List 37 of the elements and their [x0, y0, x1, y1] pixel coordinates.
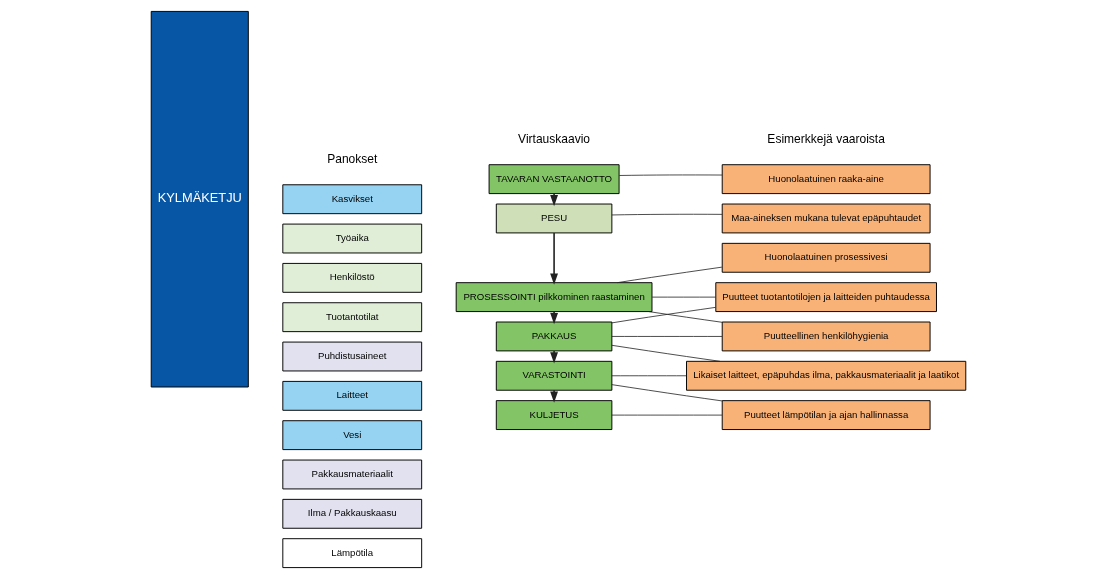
connector [611, 307, 716, 324]
node-box: Puutteellinen henkilöhygienia [721, 321, 931, 352]
node-box: Kasvikset [281, 184, 422, 215]
connector [616, 266, 722, 284]
connector [618, 174, 722, 176]
node-box: Puutteet lämpötilan ja ajan hallinnassa [721, 400, 931, 431]
connector [647, 311, 723, 323]
node-box: Laitteet [281, 380, 422, 411]
node-box: Likaiset laitteet, epäpuhdas ilma, pakkausmateriaalit ja laatikot [685, 360, 966, 391]
node-box: Puhdistusaineet [281, 341, 422, 372]
node-box: Lämpötila [281, 538, 422, 569]
label: Panokset [326, 151, 377, 166]
node-box: Huonolaatuinen prosessivesi [721, 242, 931, 273]
label: Virtauskaavio [517, 131, 590, 146]
connector [611, 213, 722, 216]
node-box: Maa-aineksen mukana tulevat epäpuhtaudet [721, 203, 931, 234]
connector [611, 384, 723, 402]
connector [611, 344, 720, 362]
connector [611, 336, 722, 337]
node-box: Ilma / Pakkauskaasu [281, 498, 422, 529]
node-box: Henkilöstö [281, 262, 422, 293]
label: Esimerkkejä vaaroista [766, 131, 885, 146]
arrow [549, 232, 558, 285]
node-box: VARASTOINTI [495, 360, 612, 391]
node-box: PESU [495, 203, 612, 234]
arrow [549, 389, 558, 403]
node-box: Työaika [281, 223, 422, 254]
node-box: Pakkausmateriaalit [281, 459, 422, 490]
connector [611, 375, 687, 377]
connector [611, 414, 722, 416]
node-box: KULJETUS [495, 400, 612, 431]
node-box: Tuotantotilat [281, 302, 422, 333]
connector [651, 296, 716, 298]
node-box: KYLMÄKETJU [150, 10, 249, 388]
node-box: Puutteet tuotantotilojen ja laitteiden puhtaudessa [714, 282, 937, 313]
node-box: Vesi [281, 420, 422, 451]
node-box: Huonolaatuinen raaka-aine [721, 164, 931, 195]
